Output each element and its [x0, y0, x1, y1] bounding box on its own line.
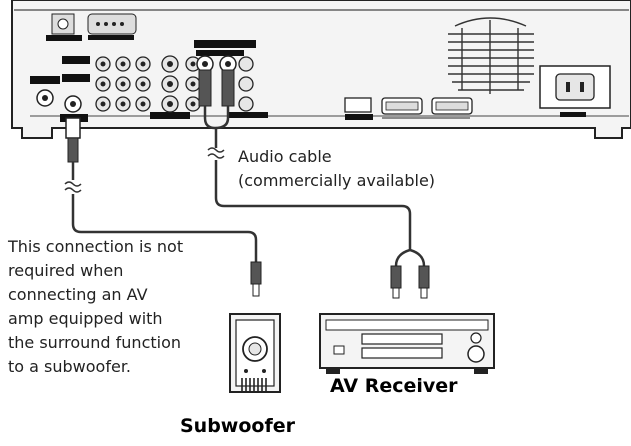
av-receiver-device: [319, 313, 495, 374]
player-rear-panel: [11, 0, 631, 139]
note-line-3: connecting an AV: [8, 285, 148, 304]
av-receiver-label: AV Receiver: [330, 375, 458, 397]
subwoofer-cable: [64, 117, 262, 297]
fan-grille: [448, 17, 534, 94]
audio-cable-label-line1: Audio cable: [238, 147, 332, 166]
audio-cable-label-line2: (commercially available): [238, 171, 435, 190]
subwoofer-label: Subwoofer: [180, 415, 296, 437]
note-line-2: required when: [8, 261, 123, 280]
note-line-1: This connection is not: [7, 237, 183, 256]
audio-out-jacks: [194, 40, 268, 118]
audio-cable: [198, 69, 430, 299]
note-line-4: amp equipped with: [8, 309, 163, 328]
subwoofer-device: [229, 313, 281, 393]
ac-inlet: [539, 65, 611, 117]
note-text: This connection is not required when con…: [7, 237, 183, 376]
top-left-jacks: [46, 13, 137, 41]
note-line-6: to a subwoofer.: [8, 357, 131, 376]
digital-output-ports: [344, 97, 473, 120]
note-line-5: the surround function: [8, 333, 181, 352]
